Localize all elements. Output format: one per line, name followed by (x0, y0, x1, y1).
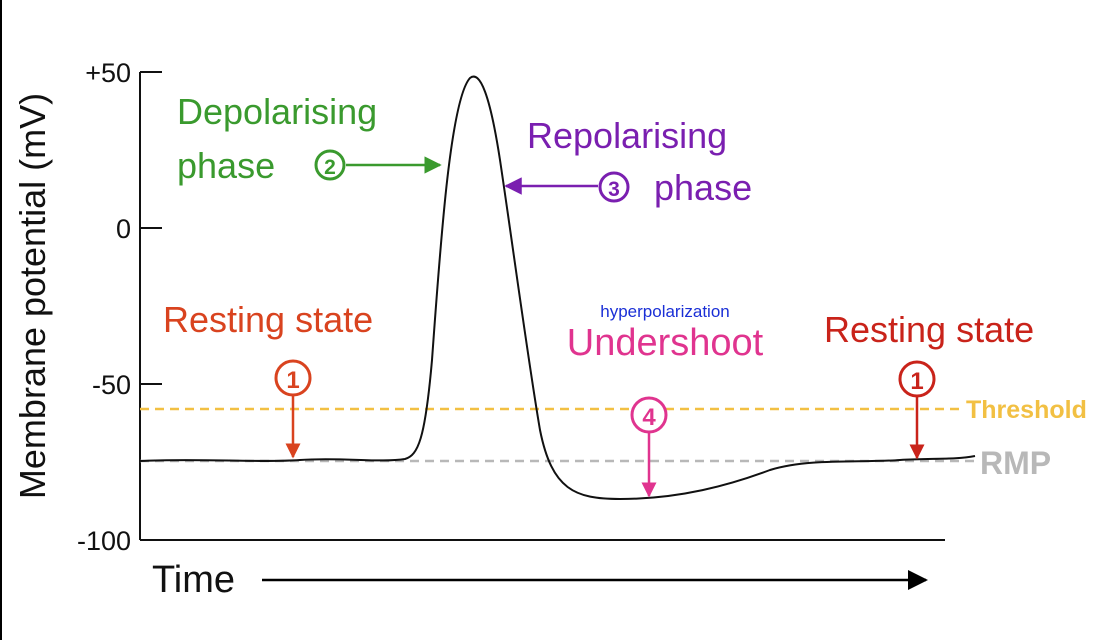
left-border (0, 0, 2, 640)
threshold-label: Threshold (966, 396, 1087, 424)
y-axis-label: Membrane potential (mV) (12, 93, 53, 499)
repolarising-label-line2: phase (654, 167, 752, 208)
circled-number-icon: 4 (630, 396, 668, 434)
resting-right-number: 1 (910, 368, 923, 395)
action-potential-curve (139, 75, 976, 501)
undershoot-number: 4 (642, 404, 656, 431)
depolarising-label-line1: Depolarising (177, 91, 377, 132)
y-tick-label-0: 0 (116, 214, 131, 244)
y-tick-label-plus50: +50 (85, 58, 131, 88)
resting-left-number: 1 (286, 367, 299, 394)
rmp-label: RMP (980, 445, 1051, 481)
x-axis-label: Time (152, 559, 235, 601)
resting-state-left-label: Resting state (163, 299, 373, 340)
y-tick-label-minus100: -100 (77, 526, 131, 556)
depolarising-label-line2: phase (177, 145, 275, 186)
circled-number-icon: 3 (598, 171, 630, 203)
circled-number-icon: 1 (898, 360, 936, 398)
circled-number-icon: 2 (314, 149, 346, 181)
depolarising-number: 2 (324, 156, 336, 179)
circled-number-icon: 1 (274, 359, 312, 397)
undershoot-label: Undershoot (567, 322, 764, 364)
resting-state-right-label: Resting state (824, 309, 1034, 350)
hyperpolarization-note: hyperpolarization (600, 302, 729, 321)
y-tick-label-minus50: -50 (92, 370, 131, 400)
repolarising-number: 3 (608, 178, 620, 201)
repolarising-label-line1: Repolarising (527, 115, 727, 156)
